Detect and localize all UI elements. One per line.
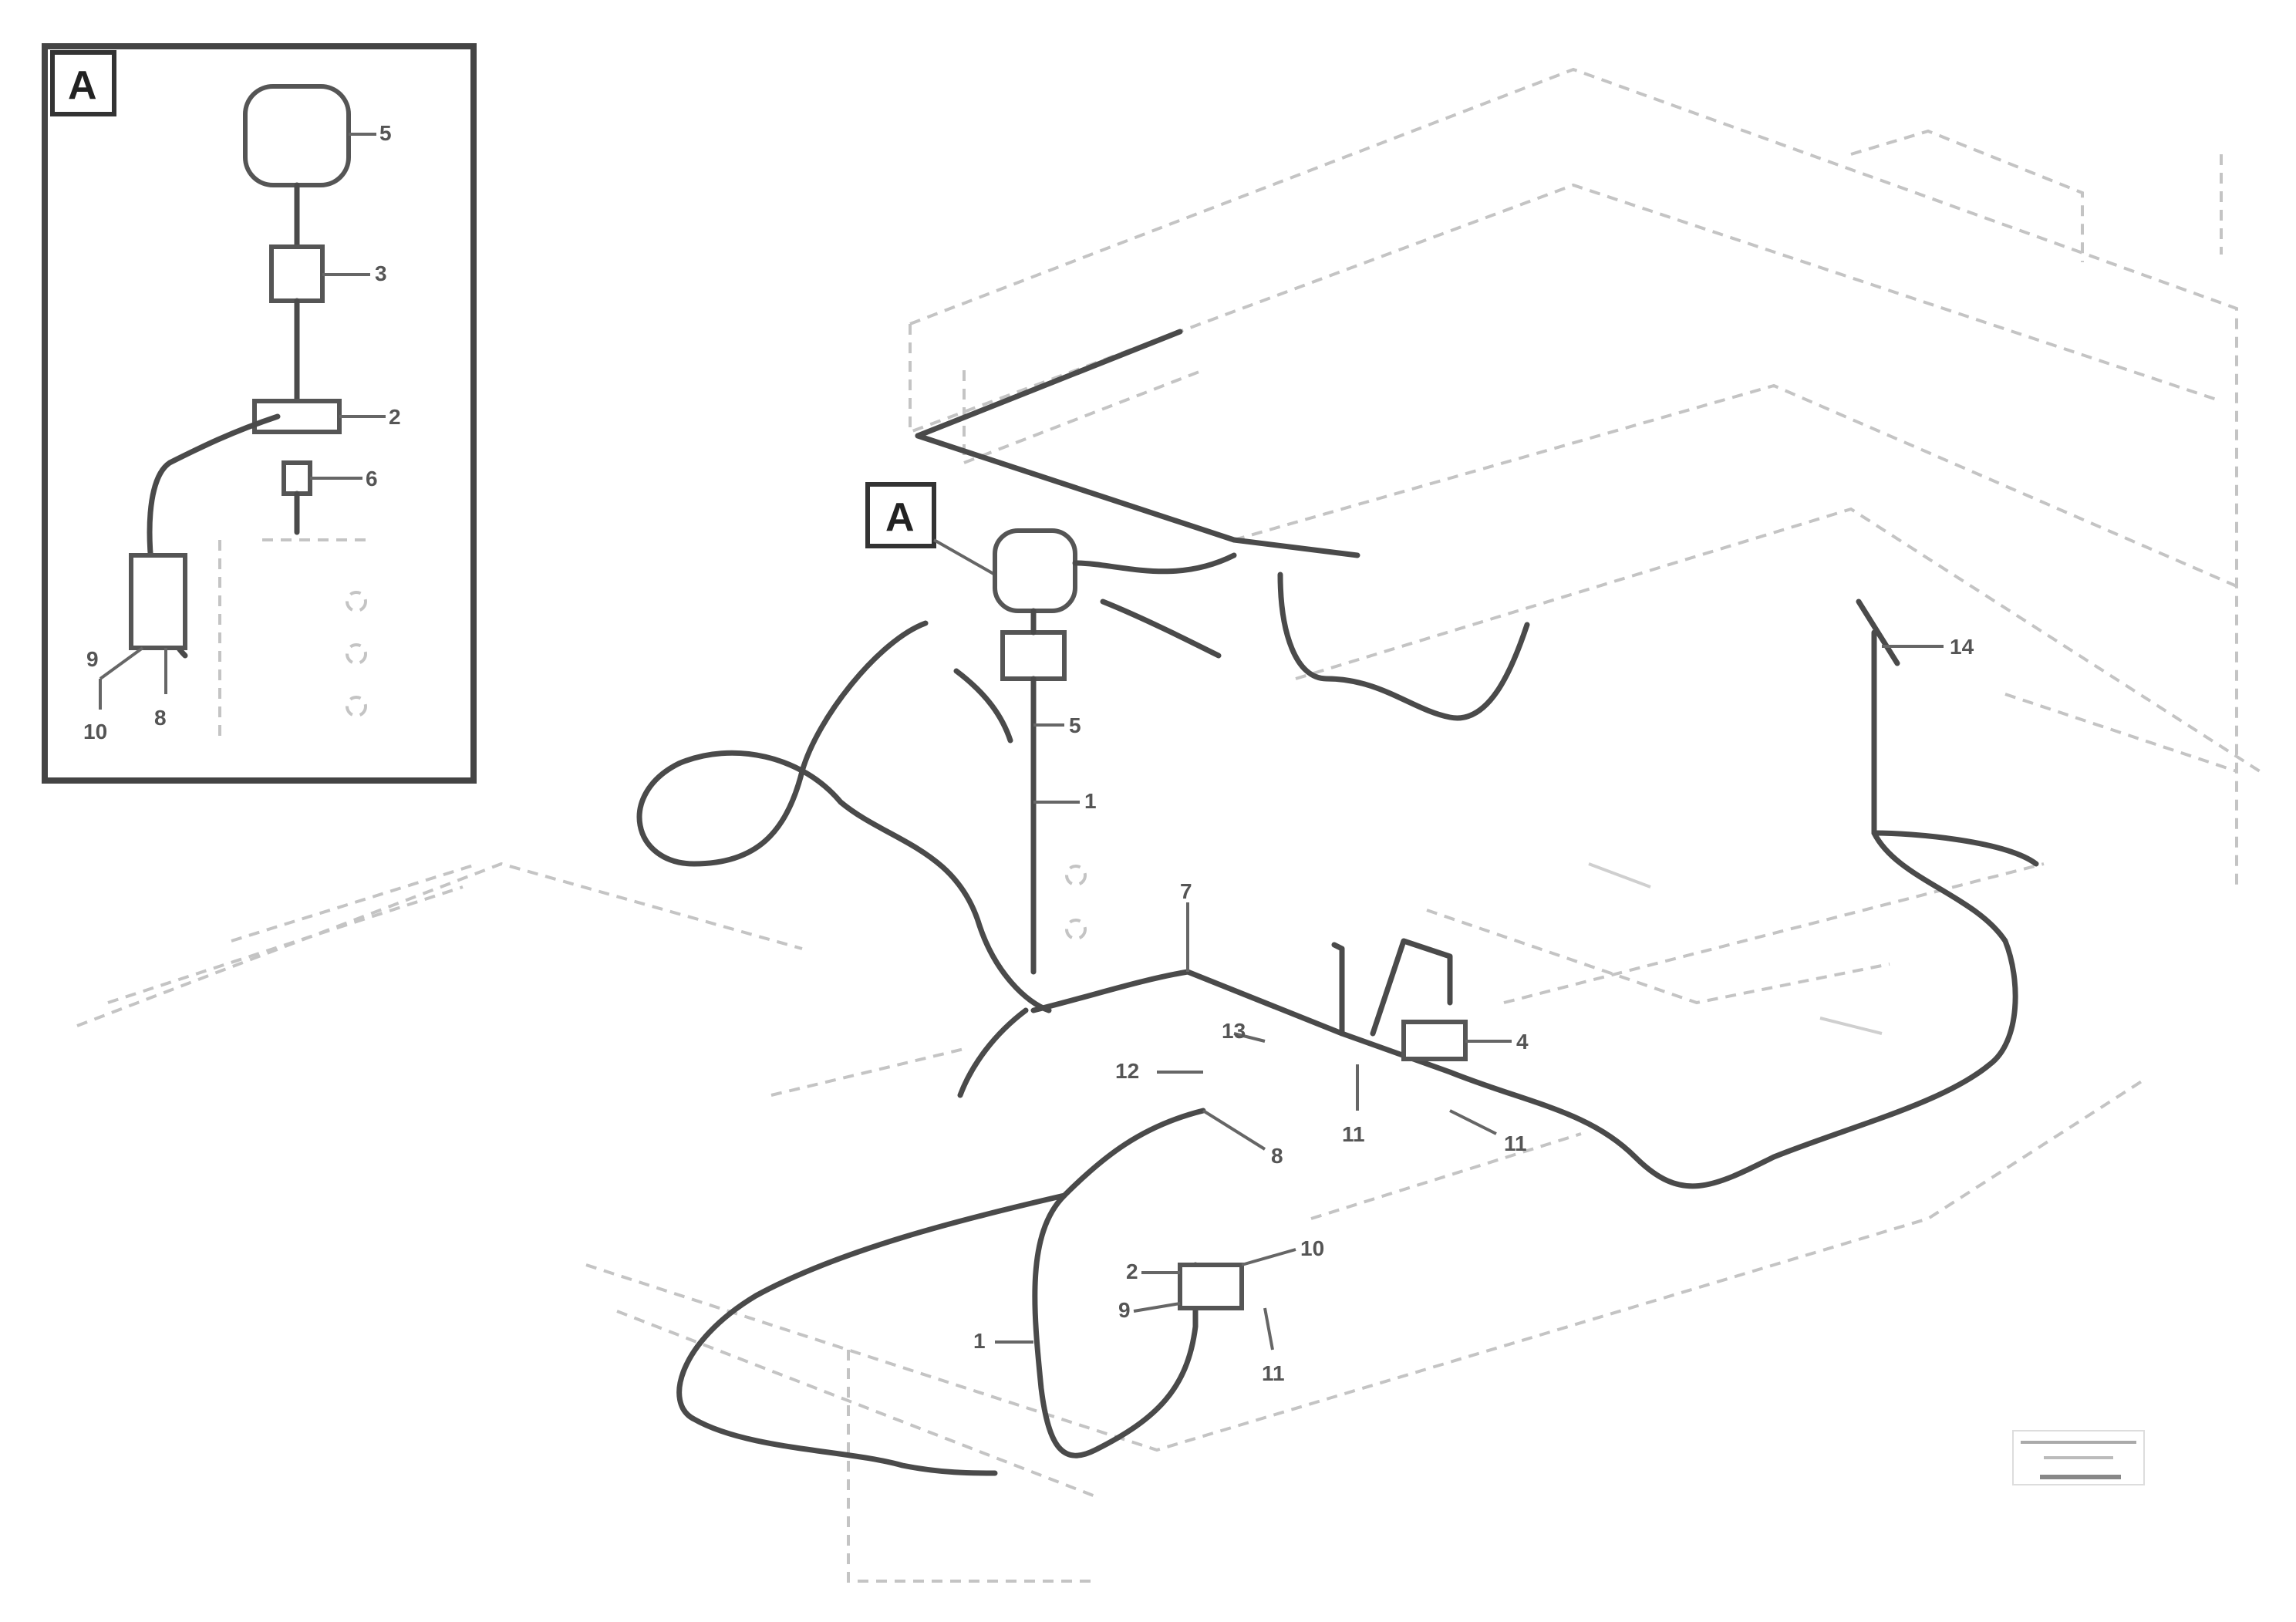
main-assembly-view: A 1 5 14 7 4: [636, 329, 2039, 1476]
callout-14: 14: [1950, 635, 1974, 659]
junction-connector-right: [1401, 1020, 1468, 1061]
main-lamp-switch: [1000, 630, 1067, 681]
callout-2-main: 2: [1126, 1259, 1138, 1283]
callout-11-c: 11: [1262, 1361, 1285, 1385]
callout-4: 4: [1516, 1030, 1529, 1054]
view-a-marker-box: [865, 482, 936, 548]
callout-1: 1: [1084, 789, 1097, 813]
detail-view-a: A 5 3 2 6 9 10 8: [42, 43, 477, 784]
callout-12: 12: [1115, 1059, 1139, 1083]
drawing-stamp: [2012, 1430, 2145, 1485]
detail-label: A: [68, 63, 97, 108]
callout-13: 13: [1222, 1019, 1246, 1043]
view-a-marker: A: [885, 495, 915, 540]
callout-8: 8: [154, 706, 167, 730]
callout-10: 10: [83, 720, 107, 744]
callout-11-b: 11: [1504, 1131, 1527, 1155]
callout-1-b: 1: [973, 1329, 986, 1353]
cable-connector: [129, 553, 187, 650]
callout-6: 6: [366, 467, 378, 491]
callout-10-main: 10: [1300, 1236, 1324, 1260]
work-lamp-head: [243, 84, 351, 187]
callout-7: 7: [1180, 879, 1192, 903]
ghost-machine-frame: [76, 67, 2261, 1583]
callout-5: 5: [379, 121, 392, 145]
callout-2: 2: [389, 405, 401, 429]
callout-9: 9: [86, 647, 99, 671]
detail-label-box: [50, 50, 116, 116]
callout-9-main: 9: [1118, 1298, 1131, 1322]
callout-8-main: 8: [1271, 1144, 1283, 1168]
callout-11-a: 11: [1342, 1122, 1365, 1146]
lamp-bracket: [252, 399, 342, 434]
lamp-switch: [269, 244, 325, 303]
lamp-bolt: [282, 460, 312, 496]
callout-3: 3: [375, 261, 387, 285]
main-work-lamp: [993, 528, 1077, 613]
junction-connector-lower: [1178, 1263, 1244, 1310]
callout-5-main: 5: [1069, 713, 1081, 737]
